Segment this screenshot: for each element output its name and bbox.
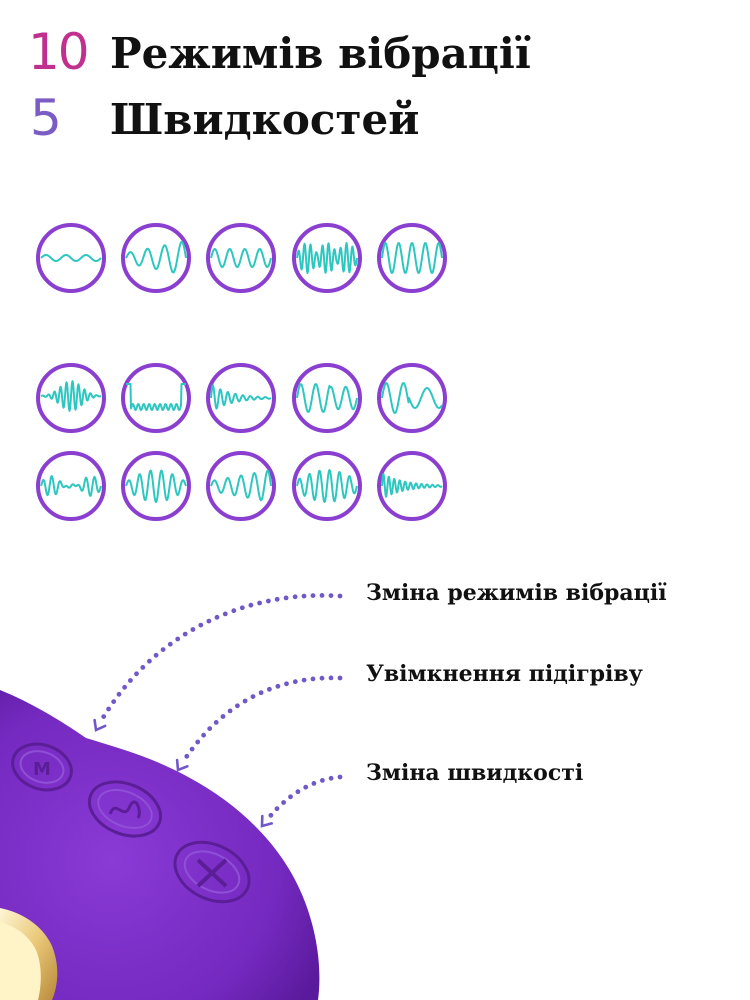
speed-2-icon [119,221,193,295]
callout-dot [267,686,272,692]
mode-button: M [11,742,73,792]
callout-dot [319,675,325,681]
callout-dot [175,636,181,642]
callout-dot [198,622,204,628]
callout-dot [239,605,245,611]
speed-5-icon [375,221,449,295]
heating-callout: Увімкнення підігріву [366,661,643,687]
callout-dot [319,593,325,598]
modes-count: 10 [28,23,90,81]
mode-2-icon [119,361,193,435]
arrowhead [260,814,273,828]
callout-dot [189,746,195,752]
callout-dot [222,611,228,617]
callout-dot [147,658,152,664]
callout-dot [337,774,343,780]
callout-dot [258,690,264,696]
callout-dot [101,714,107,719]
mode-8-icon [204,449,278,523]
mode-4-icon [290,361,364,435]
speeds-heading: Швидкостей [110,95,420,144]
callout-dot [292,594,298,600]
callout-dot [153,652,159,658]
callout-dot [257,600,262,606]
arrowhead [175,758,189,772]
callout-dot [207,726,213,731]
mode-10-icon [375,449,449,523]
callout-dot [288,794,293,800]
callout-dot [167,641,173,647]
callout-dot [274,806,280,812]
callout-dot [274,596,280,602]
callout-arrows [93,593,343,828]
callout-dot [310,593,316,598]
callout-dot [311,781,317,786]
callout-dot [295,789,301,795]
callout-dot [111,699,117,704]
mode-9-icon [290,449,364,523]
callout-dot [231,608,237,614]
callout-dot [184,753,190,759]
mode-6-icon [34,449,108,523]
callout-dot [301,677,307,683]
callout-dot [127,678,133,683]
mode-5-icon [375,361,449,435]
callout-dot [328,775,334,781]
callout-dot [190,627,196,632]
arrow-to-speed-button [262,777,340,826]
callout-dot [214,614,220,620]
callout-dot [283,595,289,601]
callout-dot [160,647,166,652]
callout-dot [116,691,122,697]
callout-dot [206,618,212,624]
callout-dot [248,602,254,608]
callout-dot [266,598,271,604]
speed-1-icon [34,221,108,295]
callout-dot [227,708,233,714]
callout-dot [337,675,343,681]
callout-dot [303,784,309,790]
callout-dot [328,593,334,598]
callout-dot [281,800,286,805]
callout-dot [320,778,325,783]
svg-text:M: M [33,759,51,780]
callout-dot [310,676,316,682]
callout-dot [250,694,256,699]
callout-dot [242,698,248,704]
speed-3-icon [204,221,278,295]
callout-dot [301,593,307,599]
mode-7-icon [119,449,193,523]
callout-dot [337,593,343,599]
callout-dot [235,703,240,709]
callout-dot [134,671,139,677]
callout-dot [213,720,219,725]
arrowhead [93,718,107,732]
callout-dot [275,683,281,689]
product-body [0,690,320,1000]
speeds-count: 5 [30,89,62,147]
mode-1-icon [34,361,108,435]
callout-dot [220,714,226,719]
callout-dot [182,631,188,637]
callout-dot [195,739,201,745]
speed-4-icon [290,221,364,295]
callout-dot [268,812,274,818]
heating-button [87,780,163,838]
callout-dot [122,684,127,690]
callout-dot [106,706,111,712]
callout-dot [140,665,146,670]
speed-button [173,840,251,904]
mode-3-icon [204,361,278,435]
modes-heading: Режимів вібрації [110,29,531,78]
callout-dot [328,675,334,681]
callout-dot [292,679,298,685]
callout-dot [201,732,207,738]
mode-switch-callout: Зміна режимів вібрації [366,580,667,606]
callout-dot [284,681,289,687]
speed-switch-callout: Зміна швидкості [366,760,584,786]
